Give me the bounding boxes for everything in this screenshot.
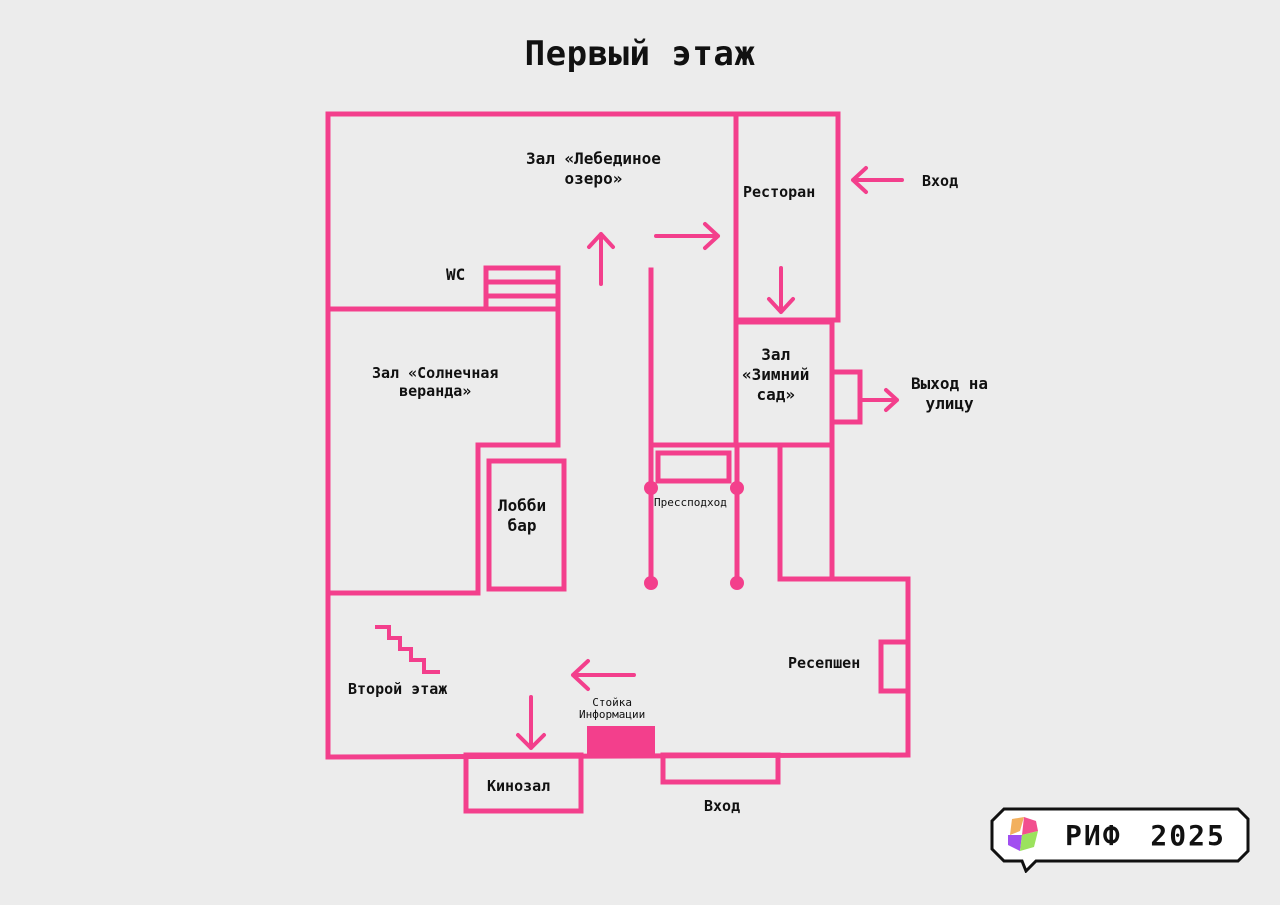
wall-swan-lake	[325, 111, 739, 760]
label-entrance-bottom: Вход	[704, 797, 741, 815]
wall-restaurant	[733, 111, 841, 323]
speech-bubble-icon	[990, 807, 1250, 873]
label-lobby-bar: Лобби бар	[498, 496, 546, 536]
stairs-icon	[375, 625, 440, 674]
press-post	[644, 576, 658, 590]
label-line: Лобби	[498, 496, 547, 515]
arrow-up-icon	[587, 232, 615, 286]
arrow-right-icon	[654, 222, 720, 250]
info-desk-block	[587, 726, 655, 756]
wall-winter-garden-exit	[829, 369, 863, 425]
press-post	[730, 481, 744, 495]
label-line: Информации	[579, 708, 646, 721]
press-entrance-box	[655, 450, 732, 484]
label-line: Зал	[761, 345, 791, 364]
label-winter-garden: Зал «Зимний сад»	[742, 345, 809, 405]
label-line: «Зимний	[742, 365, 810, 384]
label-info-desk: Стойка Информации	[579, 697, 645, 721]
wall-right-wing	[777, 442, 911, 758]
label-line: веранда»	[399, 382, 472, 400]
wall-swan-bottom	[325, 306, 561, 596]
label-line: улицу	[925, 394, 974, 413]
rif-logo-icon	[1008, 817, 1038, 851]
wc-block	[483, 265, 561, 312]
arrow-left-lobby-icon	[571, 659, 636, 691]
label-line: сад»	[756, 385, 795, 404]
cinema-wall	[463, 752, 584, 814]
label-restaurant: Ресторан	[743, 183, 816, 201]
arrow-down-icon	[767, 266, 795, 314]
label-entrance-top: Вход	[922, 172, 959, 190]
entrance-bottom-box	[660, 752, 781, 785]
label-line: Стойка	[592, 696, 632, 709]
label-line: озеро»	[564, 169, 623, 188]
arrow-right-exit-icon	[860, 388, 899, 412]
label-line: Зал «Лебединое	[526, 149, 661, 168]
label-line: Выход на	[911, 374, 989, 393]
label-press-entrance: Пресcподход	[654, 496, 727, 509]
label-line: бар	[507, 516, 537, 535]
rif-logo: РИФ 2025	[990, 807, 1252, 873]
logo-text: РИФ 2025	[1065, 819, 1226, 852]
press-post	[644, 481, 658, 495]
label-line: Зал «Солнечная	[372, 364, 499, 382]
label-swan-lake: Зал «Лебединое озеро»	[526, 149, 661, 189]
label-street-exit: Выход на улицу	[911, 374, 988, 414]
label-sunny-veranda: Зал «Солнечная веранда»	[372, 364, 498, 400]
press-post	[730, 576, 744, 590]
label-cinema: Кинозал	[487, 777, 551, 795]
reception-desk	[878, 639, 911, 694]
lobby-bar-wall	[486, 458, 567, 592]
wall-winter-garden	[733, 319, 835, 448]
page-title: Первый этаж	[524, 34, 756, 74]
arrow-left-entrance-icon	[851, 166, 904, 194]
label-wc: WC	[446, 265, 466, 284]
label-second-floor: Второй этаж	[348, 680, 448, 698]
arrow-down-cinema-icon	[516, 695, 546, 750]
label-reception: Ресепшен	[788, 654, 861, 672]
